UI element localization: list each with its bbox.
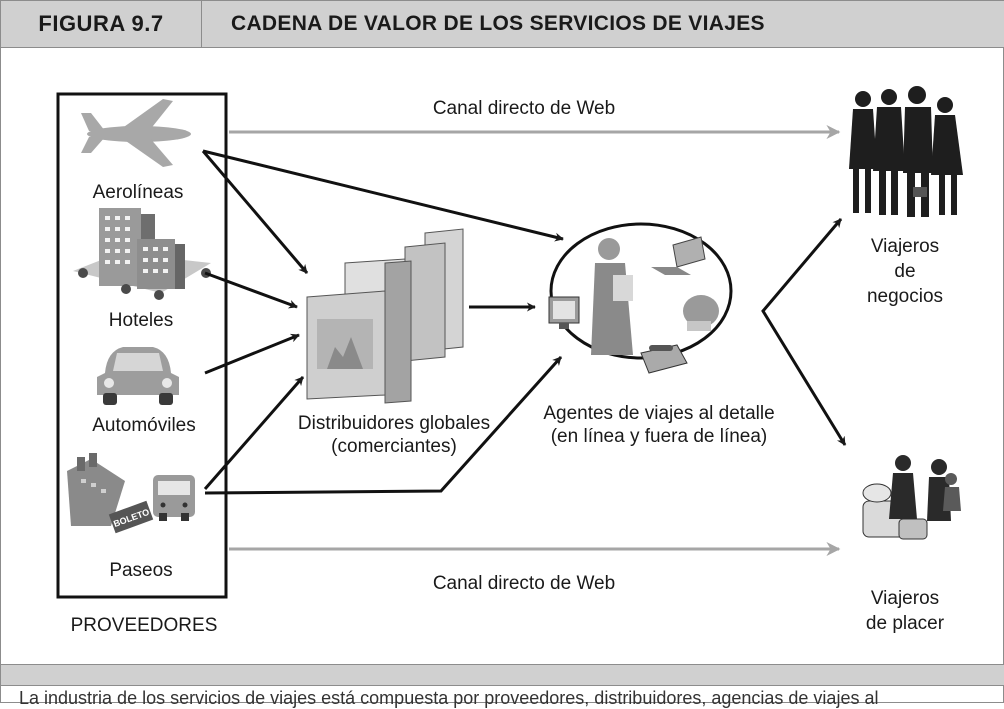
bottom-channel-label: Canal directo de Web	[433, 573, 615, 594]
agents-label-2: (en línea y fuera de línea)	[551, 426, 768, 447]
business-travelers-icon	[849, 86, 963, 217]
monitor-icon	[548, 296, 580, 329]
agents-label-1: Agentes de viajes al detalle	[543, 403, 774, 424]
phone-icon	[640, 344, 688, 374]
leisure-travelers-label-1: Viajeros	[871, 588, 939, 609]
agents-to-travelers-arrow	[761, 218, 847, 446]
cars-to-distributors-arrow	[204, 333, 300, 375]
caption-band	[1, 664, 1004, 686]
figure-header: FIGURA 9.7 CADENA DE VALOR DE LOS SERVIC…	[1, 1, 1004, 48]
hotel-icon	[73, 208, 211, 300]
suppliers-group-label: PROVEEDORES	[71, 615, 218, 636]
bus-icon	[153, 475, 195, 521]
business-travelers-label-3: negocios	[867, 286, 943, 307]
tours-to-distributors-arrow	[203, 376, 305, 490]
airlines-to-distributors-arrow	[201, 150, 309, 274]
leisure-travelers-icon	[862, 455, 961, 540]
agents-icon	[548, 222, 733, 374]
airlines-to-agents-arrow	[202, 149, 564, 242]
leisure-travelers-label-2: de placer	[866, 613, 945, 634]
figure-number: FIGURA 9.7	[38, 11, 164, 36]
top-channel-label: Canal directo de Web	[433, 98, 615, 119]
imac-icon	[683, 295, 719, 331]
airlines-label: Aerolíneas	[93, 182, 184, 203]
car-icon	[97, 347, 179, 405]
header-divider	[201, 1, 202, 47]
tours-to-agents-arrow	[204, 355, 563, 495]
ticket-icon: BOLETO	[108, 500, 154, 534]
distributors-icon	[306, 228, 464, 404]
tours-label: Paseos	[109, 560, 172, 581]
cruise-ship-icon	[67, 453, 125, 526]
distributors-label-2: (comerciantes)	[331, 436, 457, 457]
business-travelers-label-1: Viajeros	[871, 236, 939, 257]
hotels-to-distributors-arrow	[204, 271, 298, 309]
laptop-icon	[651, 236, 706, 275]
figure-title: CADENA DE VALOR DE LOS SERVICIOS DE VIAJ…	[231, 12, 765, 35]
business-travelers-label-2: de	[894, 261, 915, 282]
figure-caption: La industria de los servicios de viajes …	[19, 688, 879, 708]
cars-label: Automóviles	[92, 415, 196, 436]
distributors-label-1: Distribuidores globales	[298, 413, 490, 434]
hotels-label: Hoteles	[109, 310, 173, 331]
suppliers-box	[56, 92, 228, 599]
airplane-icon	[81, 99, 191, 167]
value-chain-diagram: Aerolíneas Hoteles	[56, 86, 963, 636]
